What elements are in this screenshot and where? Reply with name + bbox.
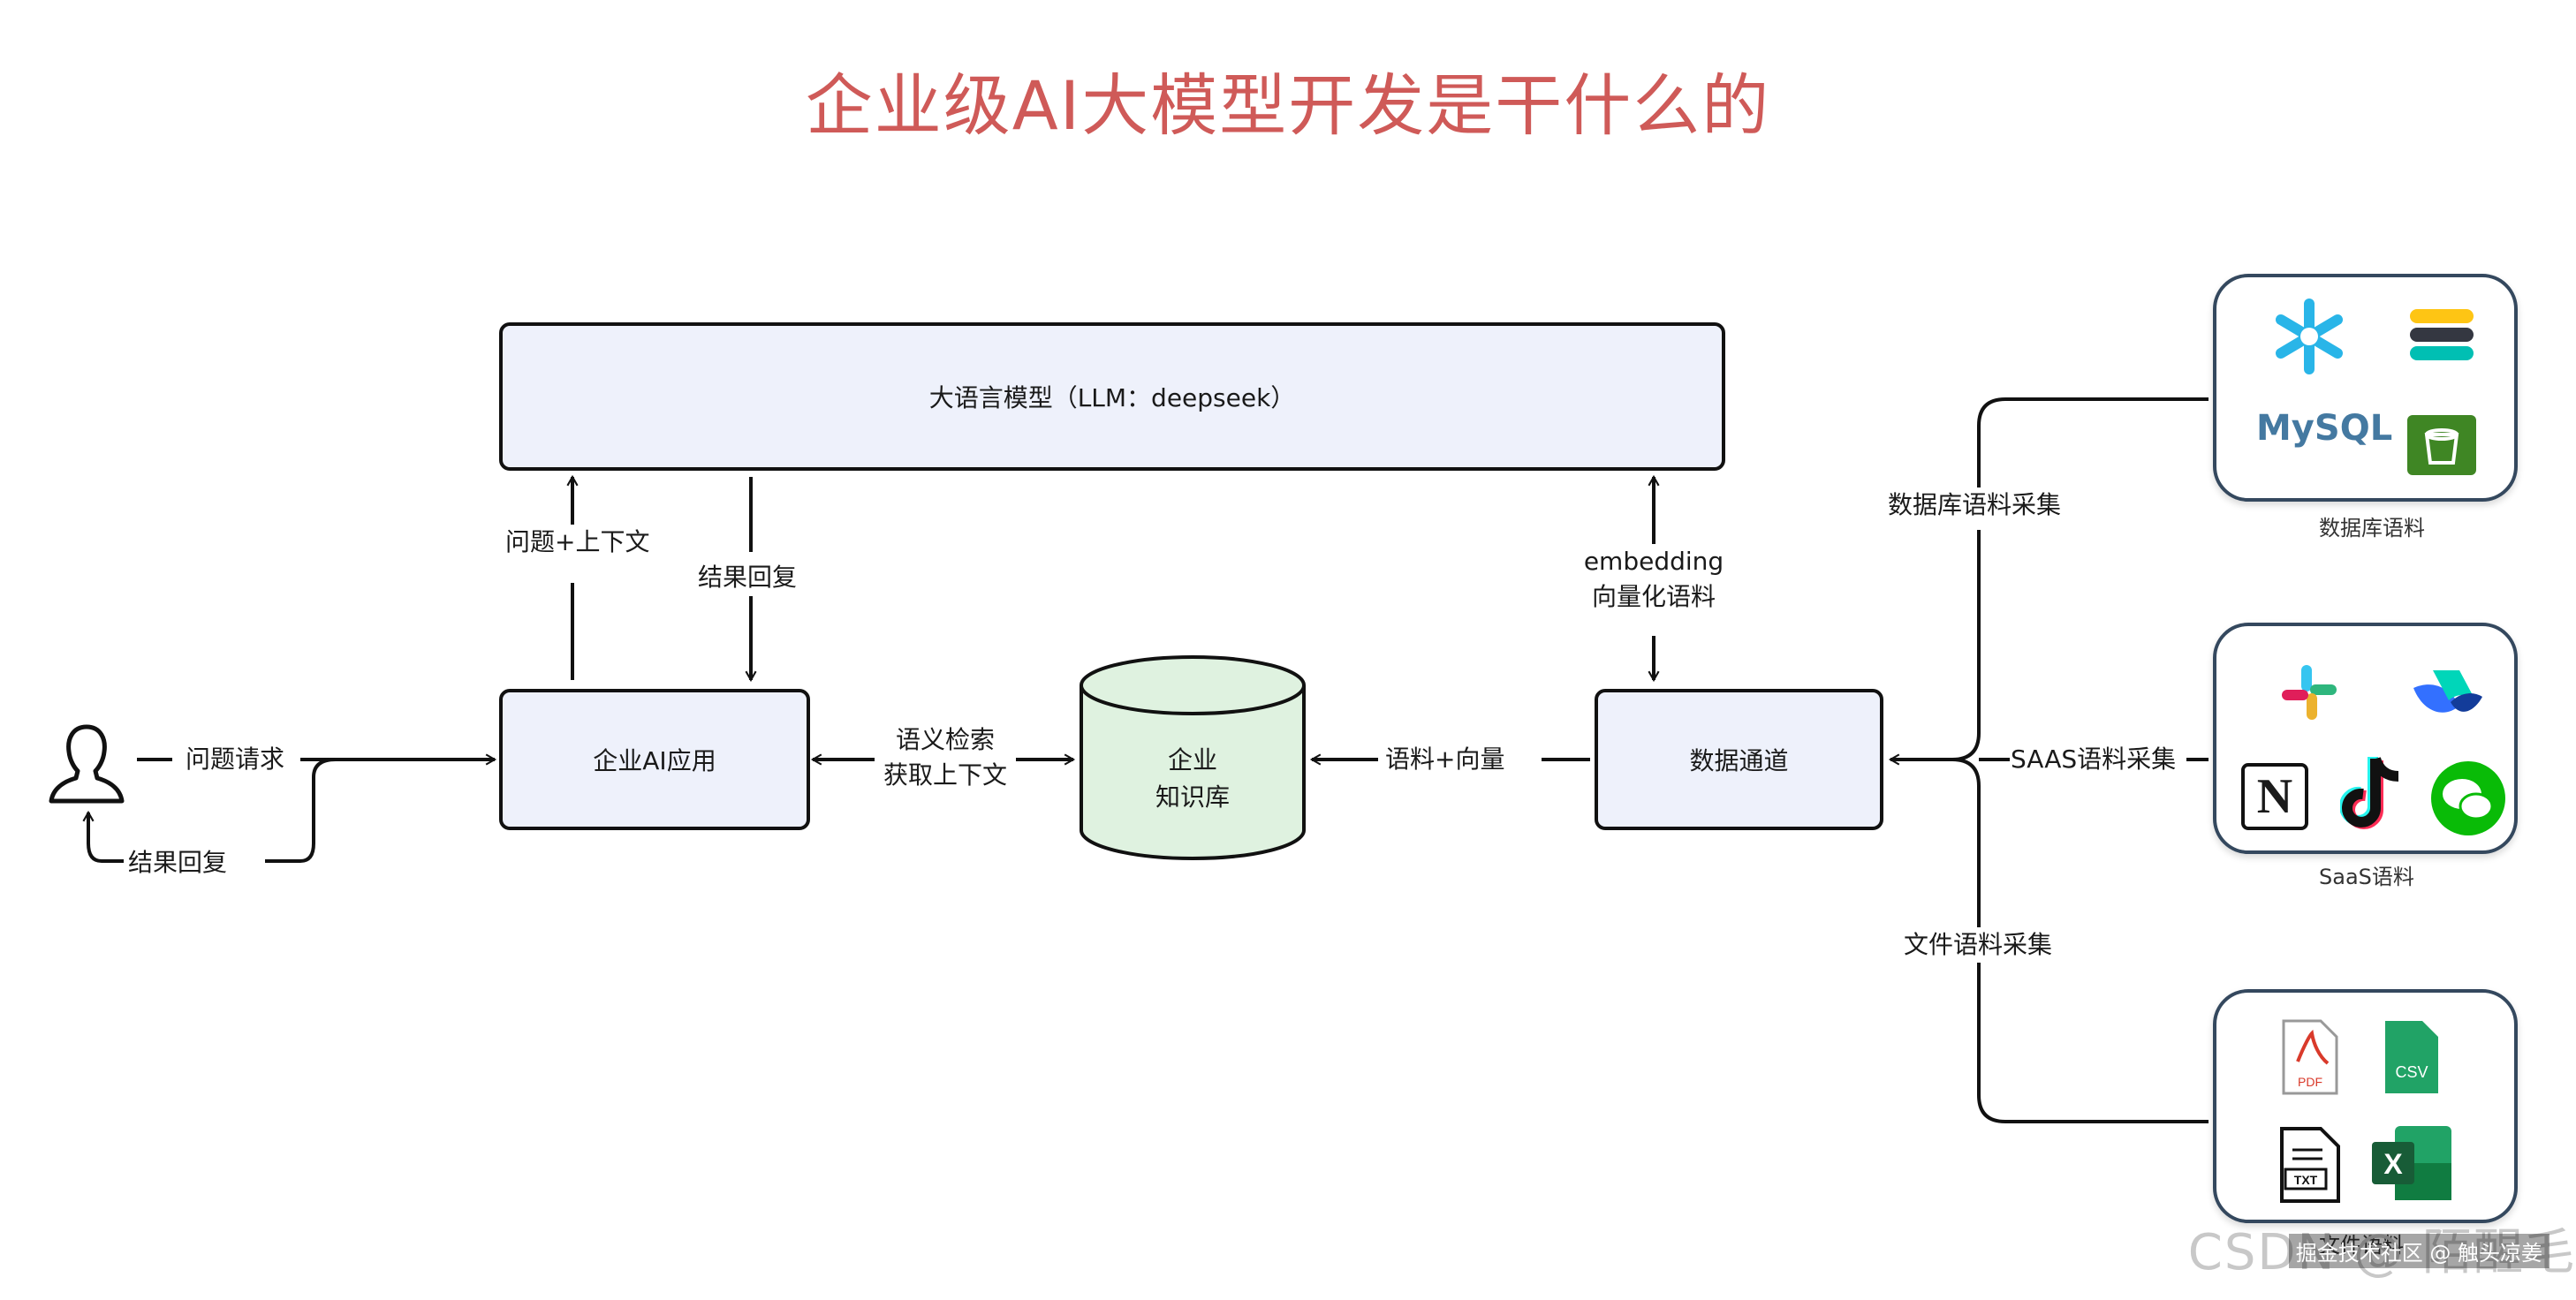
- bucket-icon: [2407, 415, 2476, 475]
- notion-icon: N: [2241, 763, 2308, 830]
- llm-node: 大语言模型（LLM：deepseek）: [499, 322, 1725, 471]
- knowledge-base-label: 企业 知识库: [1078, 742, 1307, 816]
- file-caption: 文件语料: [2319, 1233, 2404, 1258]
- pdf-text: PDF: [2298, 1075, 2322, 1089]
- notion-text: N: [2256, 769, 2293, 824]
- kb-line-1: 企业: [1167, 745, 1217, 775]
- juejin-watermark: 掘金技术社区 @ 触头凉姜: [2288, 1234, 2549, 1268]
- page-title: 企业级AI大模型开发是干什么的: [805, 66, 1771, 145]
- snowflake-icon: [2276, 299, 2343, 374]
- edge-reply-user: [265, 758, 353, 863]
- label-question-context: 问题+上下文: [505, 525, 650, 560]
- csdn-watermark: CSDN @ 陌醒毛: [2187, 1224, 2576, 1281]
- label-semantic-search-2: 获取上下文: [883, 760, 1007, 790]
- file-panel: PDF CSV TXT X: [2213, 989, 2518, 1223]
- label-embedding-2: 向量化语料: [1591, 582, 1716, 611]
- label-semantic-search: 语义检索 获取上下文: [875, 722, 1016, 793]
- pdf-icon: PDF: [2282, 1019, 2338, 1095]
- user-icon: [49, 724, 125, 804]
- saas-caption: SaaS语料: [2319, 865, 2414, 889]
- database-panel: MySQL: [2213, 274, 2518, 502]
- excel-text: X: [2383, 1148, 2403, 1180]
- elastic-icon: [2410, 309, 2474, 360]
- app-label: 企业AI应用: [593, 746, 716, 775]
- label-file-collect: 文件语料采集: [1904, 927, 2053, 963]
- database-caption: 数据库语料: [2319, 516, 2425, 540]
- label-saas-collect: SAAS语料采集: [2011, 742, 2177, 777]
- excel-icon: X: [2372, 1126, 2451, 1200]
- channel-node: 数据通道: [1595, 689, 1883, 830]
- wechat-icon: [2431, 761, 2505, 835]
- slack-icon: [2282, 665, 2337, 720]
- csv-text: CSV: [2395, 1063, 2428, 1081]
- label-db-collect: 数据库语料采集: [1888, 488, 2062, 523]
- txt-icon: TXT: [2280, 1127, 2340, 1203]
- mysql-icon: MySQL: [2256, 408, 2392, 449]
- txt-text: TXT: [2294, 1173, 2318, 1187]
- edge-reply-user-2: [82, 810, 124, 863]
- label-embedding: embedding 向量化语料: [1574, 544, 1733, 615]
- channel-label: 数据通道: [1689, 746, 1789, 775]
- label-question-request: 问题请求: [186, 742, 285, 777]
- edge-db-collect: [1890, 397, 2209, 760]
- mysql-text: MySQL: [2256, 408, 2393, 449]
- label-semantic-search-1: 语义检索: [895, 725, 995, 754]
- saas-panel: N: [2213, 623, 2518, 854]
- knowledge-base-icon: [1080, 655, 1306, 860]
- label-embedding-1: embedding: [1583, 547, 1724, 576]
- tiktok-icon: [2340, 756, 2399, 829]
- kb-line-2: 知识库: [1155, 782, 1230, 812]
- csv-icon: CSV: [2385, 1021, 2438, 1093]
- edge-file-collect: [1951, 758, 2209, 1123]
- llm-label: 大语言模型（LLM：deepseek）: [928, 383, 1296, 412]
- lark-icon: [2413, 670, 2482, 713]
- label-result-reply-user: 结果回复: [128, 845, 228, 881]
- label-corpus-vector: 语料+向量: [1385, 742, 1505, 777]
- label-result-reply-top: 结果回复: [698, 560, 798, 595]
- app-node: 企业AI应用: [499, 689, 810, 830]
